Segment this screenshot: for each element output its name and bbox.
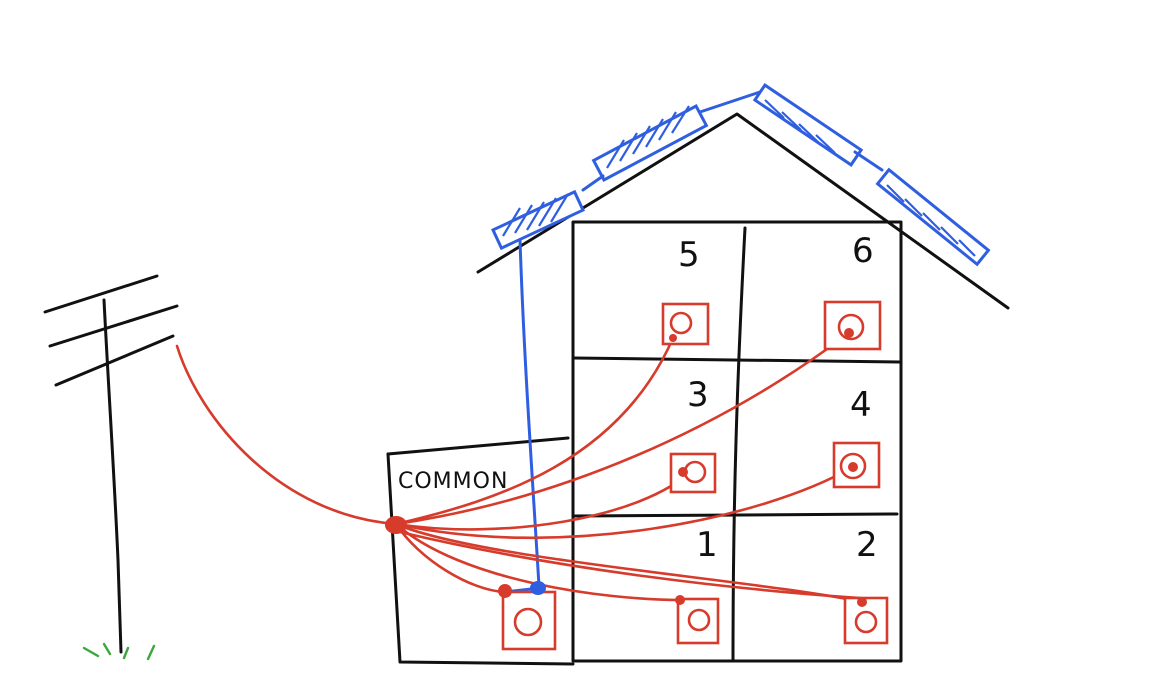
solar-panel-4 xyxy=(875,167,991,267)
unit-number-6: 6 xyxy=(852,231,874,271)
grid-junction-node xyxy=(385,516,407,534)
solar-junction-node xyxy=(530,581,546,595)
unit-number-3: 3 xyxy=(687,375,709,415)
meter-unit-3 xyxy=(669,452,717,494)
wire-to-unit-4 xyxy=(394,465,855,540)
wire-to-unit-5 xyxy=(394,336,675,526)
utility-pole xyxy=(43,274,179,654)
solar-panel-3 xyxy=(752,83,864,167)
grass-tuft xyxy=(82,642,156,661)
house-outline xyxy=(476,112,1010,663)
solar-panel-2 xyxy=(591,104,709,182)
wire-to-unit-3 xyxy=(394,467,696,531)
solar-panel-1 xyxy=(490,189,586,251)
meter-unit-5 xyxy=(661,302,710,346)
unit-number-4: 4 xyxy=(850,385,872,425)
wire-to-unit-6 xyxy=(394,331,851,526)
unit-number-2: 2 xyxy=(856,525,878,565)
solar-feed-line xyxy=(518,238,541,588)
meter-unit-6 xyxy=(823,300,882,351)
wire-to-common-meter xyxy=(394,522,506,594)
common-label: COMMON xyxy=(398,469,508,494)
grid-feed-wires xyxy=(175,331,864,604)
meter-unit-1 xyxy=(676,597,720,645)
meter-common xyxy=(501,590,557,651)
solar-link-wire xyxy=(581,90,884,192)
meter-unit-2 xyxy=(843,596,889,645)
wire-terminals xyxy=(498,328,867,607)
unit-number-1: 1 xyxy=(696,525,718,565)
pole-feed-wire xyxy=(175,344,398,526)
unit-number-5: 5 xyxy=(678,235,700,275)
